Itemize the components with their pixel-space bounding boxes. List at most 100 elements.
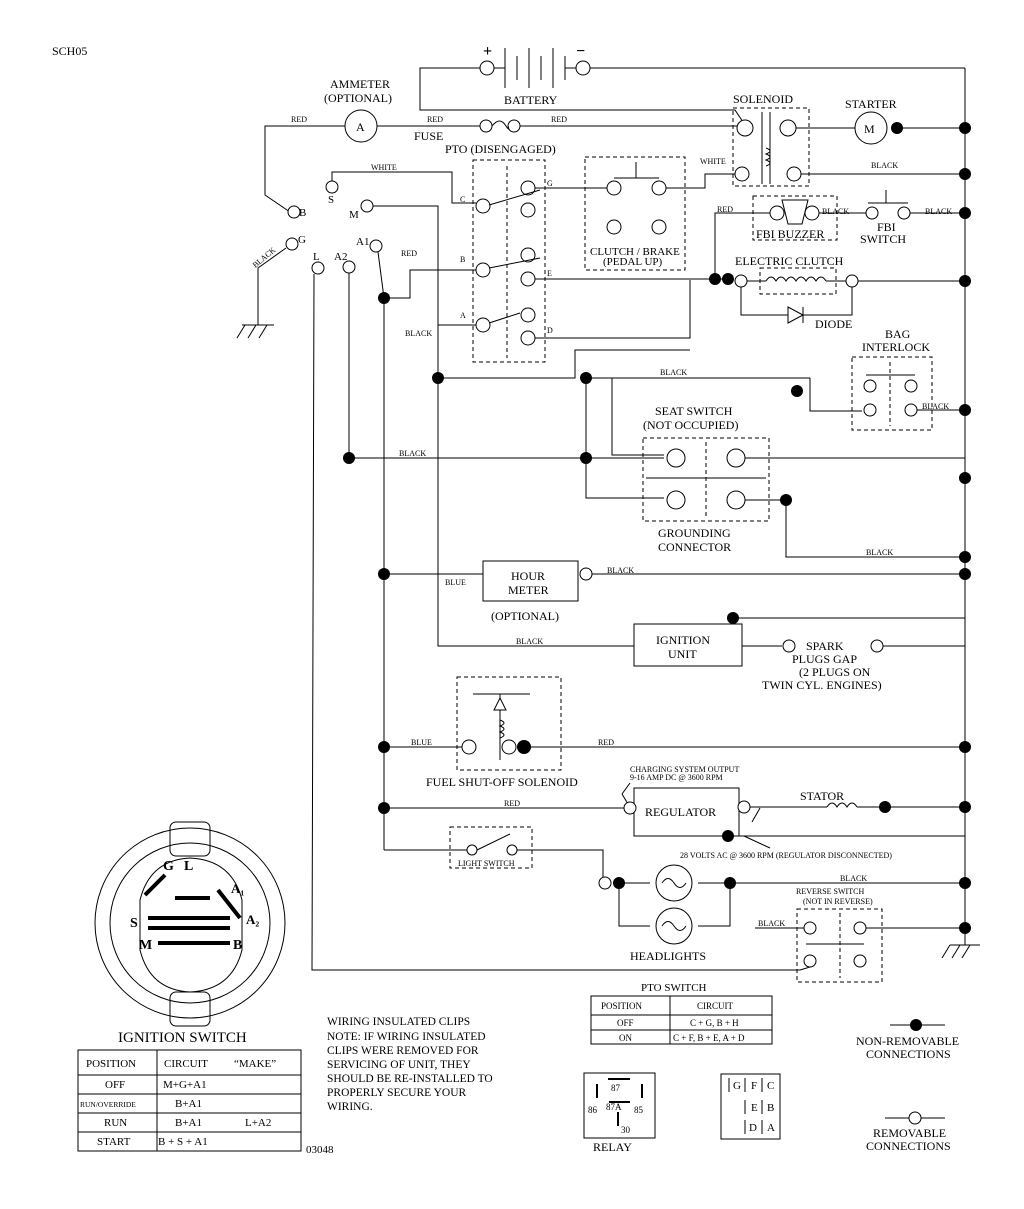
fuse: FUSE (414, 119, 521, 143)
svg-text:UNIT: UNIT (668, 647, 697, 661)
svg-text:PTO SWITCH: PTO SWITCH (641, 982, 707, 994)
ignition-terminals: S M B G A1 A2 L (285, 180, 383, 275)
relay-label: RELAY (593, 1140, 632, 1154)
ammeter-label: AMMETER (330, 77, 390, 91)
svg-text:A: A (767, 1122, 775, 1134)
svg-text:FBI: FBI (877, 220, 896, 234)
svg-text:(2 PLUGS ON: (2 PLUGS ON (799, 665, 871, 679)
fuel-shutoff-solenoid: FUEL SHUT-OFF SOLENOID (426, 676, 578, 789)
svg-text:86: 86 (588, 1105, 598, 1115)
svg-text:S: S (328, 194, 334, 206)
svg-text:IGNITION: IGNITION (656, 633, 710, 647)
pto-table: PTO SWITCH POSITION CIRCUIT OFF C + G, B… (590, 982, 773, 1045)
svg-text:M+G+A1: M+G+A1 (163, 1079, 207, 1091)
solenoid: SOLENOID (732, 92, 810, 187)
svg-text:WIRING.: WIRING. (327, 1101, 373, 1113)
ammeter: A AMMETER (OPTIONAL) (324, 77, 392, 143)
svg-text:PROPERLY SECURE YOUR: PROPERLY SECURE YOUR (327, 1087, 467, 1099)
svg-text:BLACK: BLACK (840, 874, 867, 883)
svg-text:RUN/OVERRIDE: RUN/OVERRIDE (80, 1100, 136, 1109)
svg-text:BLACK: BLACK (660, 368, 687, 377)
svg-text:REGULATOR: REGULATOR (645, 805, 716, 819)
electric-clutch: ELECTRIC CLUTCH DIODE (709, 254, 859, 331)
svg-text:RED: RED (427, 115, 443, 124)
svg-text:A1: A1 (356, 236, 369, 248)
svg-text:A2: A2 (334, 251, 347, 263)
svg-text:B+A1: B+A1 (175, 1098, 202, 1110)
svg-text:BLACK: BLACK (922, 402, 949, 411)
svg-text:RED: RED (504, 799, 520, 808)
svg-text:BLACK: BLACK (516, 637, 543, 646)
svg-text:PLUGS GAP: PLUGS GAP (792, 652, 857, 666)
fbi-buzzer: FBI BUZZER (752, 195, 838, 241)
svg-text:G: G (163, 859, 174, 874)
clutch-brake-label: CLUTCH / BRAKE (590, 246, 680, 258)
svg-text:OFF: OFF (617, 1018, 634, 1028)
svg-text:CIRCUIT: CIRCUIT (164, 1058, 208, 1070)
svg-text:BLACK: BLACK (866, 548, 893, 557)
stator: STATOR (750, 789, 891, 813)
legend: NON-REMOVABLE CONNECTIONS REMOVABLE CONN… (856, 1019, 959, 1153)
clutch-brake-switch: CLUTCH / BRAKE (PEDAL UP) (584, 156, 686, 271)
bus-connections (959, 122, 971, 934)
svg-text:B + S + A1: B + S + A1 (158, 1136, 208, 1148)
svg-text:CLIPS WERE REMOVED FOR: CLIPS WERE REMOVED FOR (327, 1045, 479, 1057)
svg-text:L+A2: L+A2 (245, 1117, 271, 1129)
svg-text:STATOR: STATOR (800, 789, 844, 803)
svg-text:NOTE: IF WIRING INSULATED: NOTE: IF WIRING INSULATED (327, 1031, 486, 1043)
svg-text:B: B (233, 938, 242, 953)
pto-switch: PTO (DISENGAGED) C G B E A D (445, 142, 556, 363)
svg-text:CONNECTOR: CONNECTOR (658, 540, 731, 554)
svg-text:WIRING INSULATED CLIPS: WIRING INSULATED CLIPS (327, 1016, 470, 1028)
svg-text:BLUE: BLUE (445, 578, 466, 587)
svg-text:REMOVABLE: REMOVABLE (873, 1126, 946, 1140)
svg-text:85: 85 (634, 1105, 644, 1115)
svg-text:D: D (749, 1122, 757, 1134)
svg-text:NON-REMOVABLE: NON-REMOVABLE (856, 1034, 959, 1048)
svg-text:CONNECTIONS: CONNECTIONS (866, 1139, 951, 1153)
regulator: CHARGING SYSTEM OUTPUT 9-16 AMP DC @ 360… (621, 765, 751, 842)
svg-text:L: L (184, 859, 193, 874)
svg-text:9-16 AMP DC @ 3600 RPM: 9-16 AMP DC @ 3600 RPM (630, 773, 723, 782)
svg-text:OFF: OFF (105, 1079, 125, 1091)
svg-text:S: S (130, 916, 138, 931)
svg-text:E: E (547, 269, 552, 278)
svg-text:A: A (460, 311, 466, 320)
svg-text:30: 30 (621, 1125, 631, 1135)
svg-text:G: G (733, 1080, 741, 1092)
svg-text:RED: RED (717, 205, 733, 214)
svg-text:A₁: A₁ (231, 881, 244, 896)
seat-switch-state: (NOT OCCUPIED) (643, 418, 738, 432)
svg-text:SERVICING OF UNIT, THEY: SERVICING OF UNIT, THEY (327, 1059, 471, 1071)
svg-text:C + G, B + H: C + G, B + H (690, 1018, 739, 1028)
svg-text:METER: METER (508, 583, 549, 597)
svg-text:TWIN CYL. ENGINES): TWIN CYL. ENGINES) (762, 678, 882, 692)
ignition-switch-label: IGNITION SWITCH (118, 1030, 247, 1046)
svg-text:(OPTIONAL): (OPTIONAL) (491, 609, 559, 623)
pto-label: PTO (DISENGAGED) (445, 142, 556, 156)
svg-text:D: D (547, 326, 553, 335)
svg-text:HOUR: HOUR (511, 569, 545, 583)
hour-meter: HOUR METER (OPTIONAL) (482, 560, 593, 623)
svg-text:WHITE: WHITE (700, 157, 726, 166)
svg-text:L: L (313, 251, 320, 263)
battery-label: BATTERY (504, 93, 558, 107)
svg-text:B: B (767, 1102, 774, 1114)
battery: + − BATTERY (479, 43, 591, 107)
svg-text:BLACK: BLACK (758, 919, 785, 928)
svg-text:BLACK: BLACK (822, 207, 849, 216)
headlights: HEADLIGHTS (630, 864, 706, 963)
ammeter-optional: (OPTIONAL) (324, 91, 392, 105)
svg-text:START: START (97, 1136, 131, 1148)
svg-text:“MAKE”: “MAKE” (234, 1058, 276, 1070)
svg-text:BLACK: BLACK (607, 566, 634, 575)
diode-label: DIODE (815, 317, 852, 331)
starter: M STARTER (845, 97, 903, 145)
svg-text:C + F, B + E, A + D: C + F, B + E, A + D (673, 1033, 745, 1043)
svg-text:LIGHT SWITCH: LIGHT SWITCH (458, 859, 515, 868)
svg-text:F: F (751, 1080, 757, 1092)
drawing-number: 03048 (306, 1144, 334, 1156)
volts-note: 28 VOLTS AC @ 3600 RPM (REGULATOR DISCON… (680, 851, 892, 860)
electric-clutch-label: ELECTRIC CLUTCH (735, 254, 844, 268)
svg-text:M: M (864, 122, 875, 136)
